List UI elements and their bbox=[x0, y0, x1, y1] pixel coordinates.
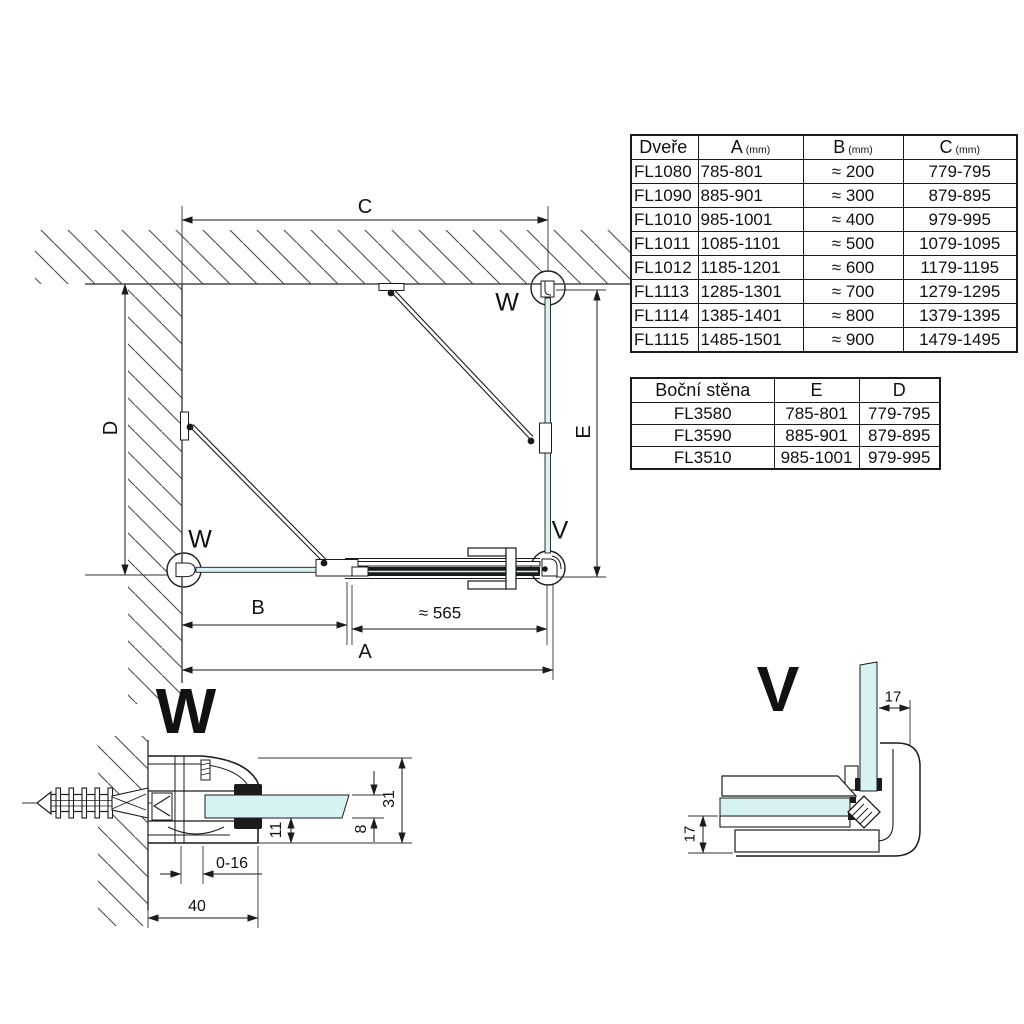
table-cell: 1079-1095 bbox=[902, 231, 1018, 256]
table-cell: FL3590 bbox=[630, 424, 775, 447]
table-cell: ≈ 400 bbox=[802, 207, 904, 232]
detail-ref-v: V bbox=[551, 516, 569, 545]
table-cell: ≈ 600 bbox=[802, 255, 904, 280]
column-header: E bbox=[773, 377, 860, 403]
table-cell: ≈ 500 bbox=[802, 231, 904, 256]
table-cell: FL1011 bbox=[630, 231, 699, 256]
table-cell: 979-995 bbox=[902, 207, 1018, 232]
bottom-rail bbox=[734, 829, 880, 853]
dim-label-b: B bbox=[251, 597, 265, 619]
dim-label-8: 8 bbox=[353, 824, 370, 834]
column-header: C(mm) bbox=[902, 134, 1018, 160]
table-cell: 1179-1195 bbox=[902, 255, 1018, 280]
dim-label-17-left: 17 bbox=[681, 825, 699, 843]
glass-pane-h bbox=[719, 797, 851, 817]
detail-w-title: W bbox=[155, 675, 216, 747]
column-header: A(mm) bbox=[697, 134, 804, 160]
table-header-row: Dveře A(mm) B(mm) C(mm) bbox=[630, 134, 1018, 160]
table-cell: FL1114 bbox=[630, 303, 699, 328]
dim-label-17-top: 17 bbox=[884, 688, 902, 706]
dim-label-565: ≈ 565 bbox=[418, 603, 462, 623]
column-header: Boční stěna bbox=[630, 377, 775, 403]
table-cell: ≈ 700 bbox=[802, 279, 904, 304]
table-cell: FL1115 bbox=[630, 327, 699, 353]
detail-v-title: V bbox=[756, 653, 800, 725]
pivot-block bbox=[847, 795, 881, 829]
table-cell: ≈ 300 bbox=[802, 183, 904, 208]
door-closed-position bbox=[315, 547, 541, 590]
dim-label-e: E bbox=[573, 425, 595, 439]
table-cell: 1185-1201 bbox=[697, 255, 804, 280]
dim-label-d: D bbox=[100, 420, 122, 436]
panel-top-profile bbox=[721, 775, 858, 797]
table-cell: 879-895 bbox=[902, 183, 1018, 208]
table-cell: 1285-1301 bbox=[697, 279, 804, 304]
column-header: Dveře bbox=[630, 134, 699, 160]
table-cell: 979-995 bbox=[858, 446, 941, 470]
door-open-position bbox=[189, 289, 534, 566]
table-cell: FL1080 bbox=[630, 159, 699, 184]
dim-label-31: 31 bbox=[381, 790, 398, 808]
table-cell: 785-801 bbox=[773, 402, 860, 425]
top-gasket bbox=[234, 784, 262, 796]
dim-label-c: C bbox=[357, 196, 373, 218]
table-cell: FL1090 bbox=[630, 183, 699, 208]
dim-label-a: A bbox=[358, 641, 372, 663]
table-cell: 1279-1295 bbox=[902, 279, 1018, 304]
table-cell: 1085-1101 bbox=[697, 231, 804, 256]
table-cell: 879-895 bbox=[858, 424, 941, 447]
table-cell: FL3580 bbox=[630, 402, 775, 425]
table-cell: FL1012 bbox=[630, 255, 699, 280]
column-header: D bbox=[858, 377, 941, 403]
dim-label-11: 11 bbox=[268, 821, 285, 839]
table-cell: 1479-1495 bbox=[902, 327, 1018, 353]
glass-pane-w bbox=[204, 794, 350, 819]
table-cell: ≈ 900 bbox=[802, 327, 904, 353]
table-cell: ≈ 200 bbox=[802, 159, 904, 184]
wall-profile-w bbox=[148, 755, 259, 844]
detail-v-section bbox=[688, 661, 921, 857]
plan-view bbox=[35, 206, 640, 704]
dim-label-0-16: 0-16 bbox=[215, 855, 249, 872]
table-cell: 985-1001 bbox=[773, 446, 860, 470]
table-cell: 779-795 bbox=[902, 159, 1018, 184]
detail-ref-w-top: W bbox=[495, 288, 519, 317]
table-cell: 1385-1401 bbox=[697, 303, 804, 328]
table-cell: 885-901 bbox=[773, 424, 860, 447]
glass-pane-v bbox=[859, 661, 878, 792]
table-cell: 1485-1501 bbox=[697, 327, 804, 353]
dim-label-40: 40 bbox=[188, 898, 206, 915]
table-cell: ≈ 800 bbox=[802, 303, 904, 328]
table-cell: 885-901 bbox=[697, 183, 804, 208]
table-cell: FL1113 bbox=[630, 279, 699, 304]
bottom-gasket bbox=[234, 817, 262, 829]
bottom-fixed-glass bbox=[195, 566, 325, 573]
column-header: B(mm) bbox=[802, 134, 904, 160]
table-cell: 985-1001 bbox=[697, 207, 804, 232]
table-header-row: Boční stěna E D bbox=[630, 377, 941, 403]
table-cell: 1379-1395 bbox=[902, 303, 1018, 328]
detail-w-section bbox=[22, 736, 412, 928]
table-cell: 785-801 bbox=[697, 159, 804, 184]
table-cell: 779-795 bbox=[858, 402, 941, 425]
wall-anchor-screw bbox=[36, 787, 149, 819]
detail-ref-w-left: W bbox=[188, 525, 212, 554]
table-cell: FL1010 bbox=[630, 207, 699, 232]
table-cell: FL3510 bbox=[630, 446, 775, 470]
